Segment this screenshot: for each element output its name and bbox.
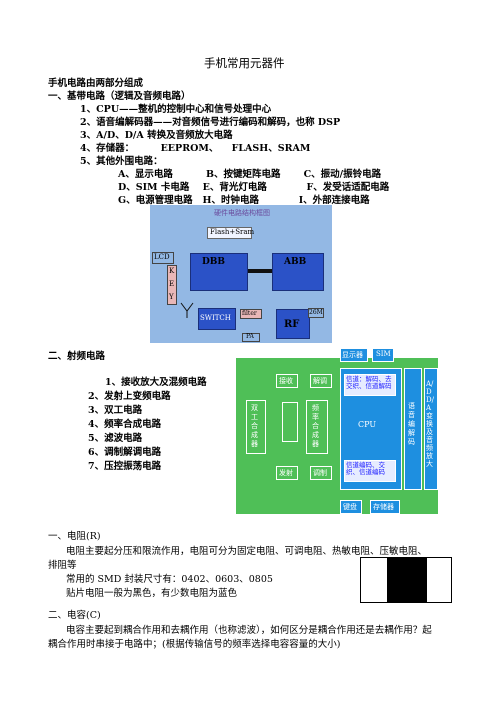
cpu-label: CPU bbox=[358, 420, 377, 429]
keyboard-block bbox=[340, 500, 362, 514]
key-letter: K bbox=[169, 267, 175, 275]
receive-block bbox=[276, 374, 298, 388]
section1-item: 1、CPU——整机的控制中心和信号处理中心 bbox=[80, 104, 272, 115]
transmit-label: 发射 bbox=[279, 469, 293, 477]
adda-label: A/D D/A 变换及音频放大 bbox=[426, 380, 434, 468]
clock-block bbox=[308, 308, 324, 318]
duplex-synth-block bbox=[246, 400, 266, 454]
lcd-label: LCD bbox=[154, 253, 170, 261]
resistor-desc: 排阻等 bbox=[48, 560, 77, 571]
capacitor-heading: 二、电容(C) bbox=[48, 610, 101, 621]
rf-block-diagram: 显示器 SIM 接收 解调 信道：解码、去交织、信道解码 CPU 信道编码、交织… bbox=[236, 348, 438, 514]
modulate-block bbox=[310, 466, 332, 480]
flash-sram-block bbox=[207, 227, 252, 239]
freq-synth-block bbox=[306, 400, 328, 454]
channel-decode-label: 信道：解码、去交织、信道解码 bbox=[346, 375, 392, 390]
peripheral-row: A、显示电路 B、按键矩阵电路 C、振动/振铃电路 bbox=[118, 169, 382, 180]
sim-label: SIM bbox=[376, 350, 391, 358]
lcd-block bbox=[152, 252, 174, 264]
section2-item: 7、压控振荡电路 bbox=[88, 461, 162, 472]
filter-block bbox=[240, 309, 262, 319]
sim-block bbox=[372, 348, 394, 362]
modulate-label: 调制 bbox=[313, 469, 327, 477]
key-block bbox=[167, 265, 177, 305]
section1-item: 2、语音编解码器——对音频信号进行编码和解码，也称 DSP bbox=[80, 117, 341, 128]
resistor-desc: 电阻主要起分压和限流作用，电阻可分为固定电阻、可调电阻、热敏电阻、压敏电阻、 bbox=[66, 546, 428, 557]
section2-item: 4、频率合成电路 bbox=[88, 419, 162, 430]
section1-item: 3、A/D、D/A 转换及音频放大电路 bbox=[80, 130, 233, 141]
storage-label: 存储器 bbox=[373, 503, 394, 511]
channel-encode-label: 信道编码、交织、信道编码 bbox=[346, 461, 385, 476]
dbb-block bbox=[190, 253, 248, 291]
section2-item: 6、调制解调电路 bbox=[88, 447, 162, 458]
channel-decode-block bbox=[344, 374, 396, 396]
clock-label: 26M bbox=[309, 309, 323, 316]
antenna-icon bbox=[180, 302, 194, 318]
section2-item: 5、滤波电路 bbox=[88, 433, 143, 444]
capacitor-desc: 电容主要起到耦合作用和去耦作用（也称滤波），如何区分是耦合作用还是去耦作用？起 bbox=[66, 625, 432, 636]
transmit-block bbox=[276, 466, 298, 480]
switch-label: SWITCH bbox=[200, 314, 231, 322]
pa-block bbox=[242, 333, 260, 342]
capacitor-desc: 耦合作用时串接于电路中；(根据传输信号的频率选择电容容量的大小) bbox=[48, 639, 341, 650]
resistor-color: 贴片电阻一般为黑色，有少数电阻为蓝色 bbox=[66, 588, 238, 599]
intro-line: 手机电路由两部分组成 bbox=[48, 78, 144, 89]
section2-item: 3、双工电路 bbox=[88, 405, 143, 416]
section1-item: 5、其他外围电路： bbox=[80, 156, 163, 167]
bus-arrow bbox=[248, 269, 272, 273]
rf-label: RF bbox=[284, 319, 300, 330]
flash-sram-label: Flash+Sram bbox=[210, 228, 255, 236]
storage-block bbox=[370, 500, 400, 514]
resistor-heading: 一、电阻(R) bbox=[48, 531, 101, 542]
abb-block bbox=[272, 253, 324, 291]
section2-item: 2、发射上变频电路 bbox=[88, 391, 171, 402]
vco-block bbox=[282, 402, 298, 442]
peripheral-row: G、电源管理电路 H、时钟电路 I、外部连接电路 bbox=[118, 195, 370, 206]
demod-label: 解调 bbox=[313, 377, 327, 385]
abb-label: ABB bbox=[284, 257, 307, 267]
resistor-smd: 常用的 SMD 封装尺寸有：0402、0603、0805 bbox=[66, 574, 273, 585]
display-label: 显示器 bbox=[342, 351, 363, 359]
section1-item: 4、存储器： EEPROM、 FLASH、SRAM bbox=[80, 143, 311, 154]
codec-block bbox=[404, 368, 422, 490]
switch-block bbox=[198, 308, 236, 330]
key-letter: Y bbox=[169, 293, 174, 301]
rf-block bbox=[276, 309, 310, 339]
filter-label: filter bbox=[242, 310, 257, 317]
key-letter: E bbox=[169, 280, 175, 288]
duplex-synth-label: 双工合成器 bbox=[251, 404, 258, 448]
pa-label: PA bbox=[246, 333, 254, 340]
section1-heading: 一、基带电路（逻辑及音频电路） bbox=[48, 91, 191, 102]
section2-heading: 二、射频电路 bbox=[48, 351, 106, 362]
freq-synth-label: 频率合成器 bbox=[312, 404, 319, 448]
hardware-block-diagram: 硬件电路结构框图 Flash+Sram LCD K E Y DBB ABB SW… bbox=[150, 205, 332, 343]
resistor-image bbox=[360, 557, 452, 603]
dbb-label: DBB bbox=[202, 257, 226, 267]
display-block bbox=[340, 348, 368, 362]
diagram-caption: 硬件电路结构框图 bbox=[214, 209, 270, 217]
section2-item: 1、接收放大及混频电路 bbox=[105, 377, 207, 388]
peripheral-row: D、SIM 卡电路 E、背光灯电路 F、发受话适配电路 bbox=[118, 182, 390, 193]
receive-label: 接收 bbox=[279, 377, 293, 385]
codec-label: 语音编解码 bbox=[408, 402, 415, 446]
demod-block bbox=[310, 374, 332, 388]
page-title: 手机常用元器件 bbox=[204, 56, 285, 70]
adda-block bbox=[424, 368, 438, 490]
keyboard-label: 键盘 bbox=[343, 503, 357, 511]
channel-encode-block bbox=[344, 460, 396, 482]
